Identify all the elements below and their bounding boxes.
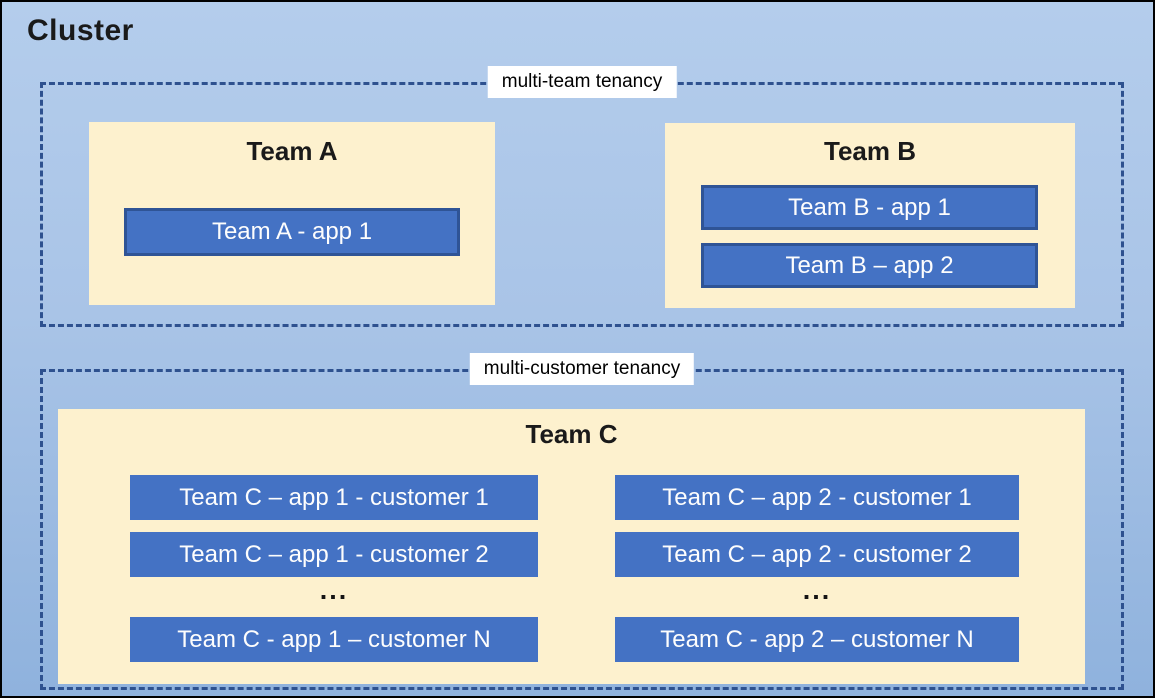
app-box-team-a-app-1: Team A - app 1 [124, 208, 460, 256]
team-c-panel: Team C Team C – app 1 - customer 1 Team … [58, 409, 1085, 684]
app-box-team-b-app-1: Team B - app 1 [701, 185, 1038, 230]
ellipsis: ... [802, 575, 832, 605]
multi-team-tenancy-label: multi-team tenancy [487, 66, 677, 98]
team-b-panel: Team B Team B - app 1 Team B – app 2 [665, 123, 1075, 308]
ellipsis: ... [319, 575, 349, 605]
team-a-panel: Team A Team A - app 1 [89, 122, 495, 305]
team-a-title: Team A [246, 136, 338, 166]
app-box-team-c-app1-customer2: Team C – app 1 - customer 2 [130, 532, 538, 577]
app-box-team-b-app-2: Team B – app 2 [701, 243, 1038, 288]
multi-customer-tenancy-section: multi-customer tenancy Team C Team C – a… [40, 353, 1124, 690]
team-b-title: Team B [824, 136, 916, 166]
app-box-team-c-app1-customerN: Team C - app 1 – customer N [130, 617, 538, 662]
team-c-app2-column: Team C – app 2 - customer 1 Team C – app… [615, 409, 1019, 684]
app-box-team-c-app2-customer1: Team C – app 2 - customer 1 [615, 475, 1019, 520]
team-c-title: Team C [525, 419, 618, 449]
app-box-team-c-app2-customer2: Team C – app 2 - customer 2 [615, 532, 1019, 577]
team-c-app1-column: Team C – app 1 - customer 1 Team C – app… [130, 409, 538, 684]
app-box-team-c-app1-customer1: Team C – app 1 - customer 1 [130, 475, 538, 520]
multi-team-tenancy-section: multi-team tenancy Team A Team A - app 1… [40, 66, 1124, 327]
multi-customer-tenancy-label: multi-customer tenancy [469, 353, 695, 385]
cluster-title: Cluster [27, 14, 134, 47]
app-box-team-c-app2-customerN: Team C - app 2 – customer N [615, 617, 1019, 662]
